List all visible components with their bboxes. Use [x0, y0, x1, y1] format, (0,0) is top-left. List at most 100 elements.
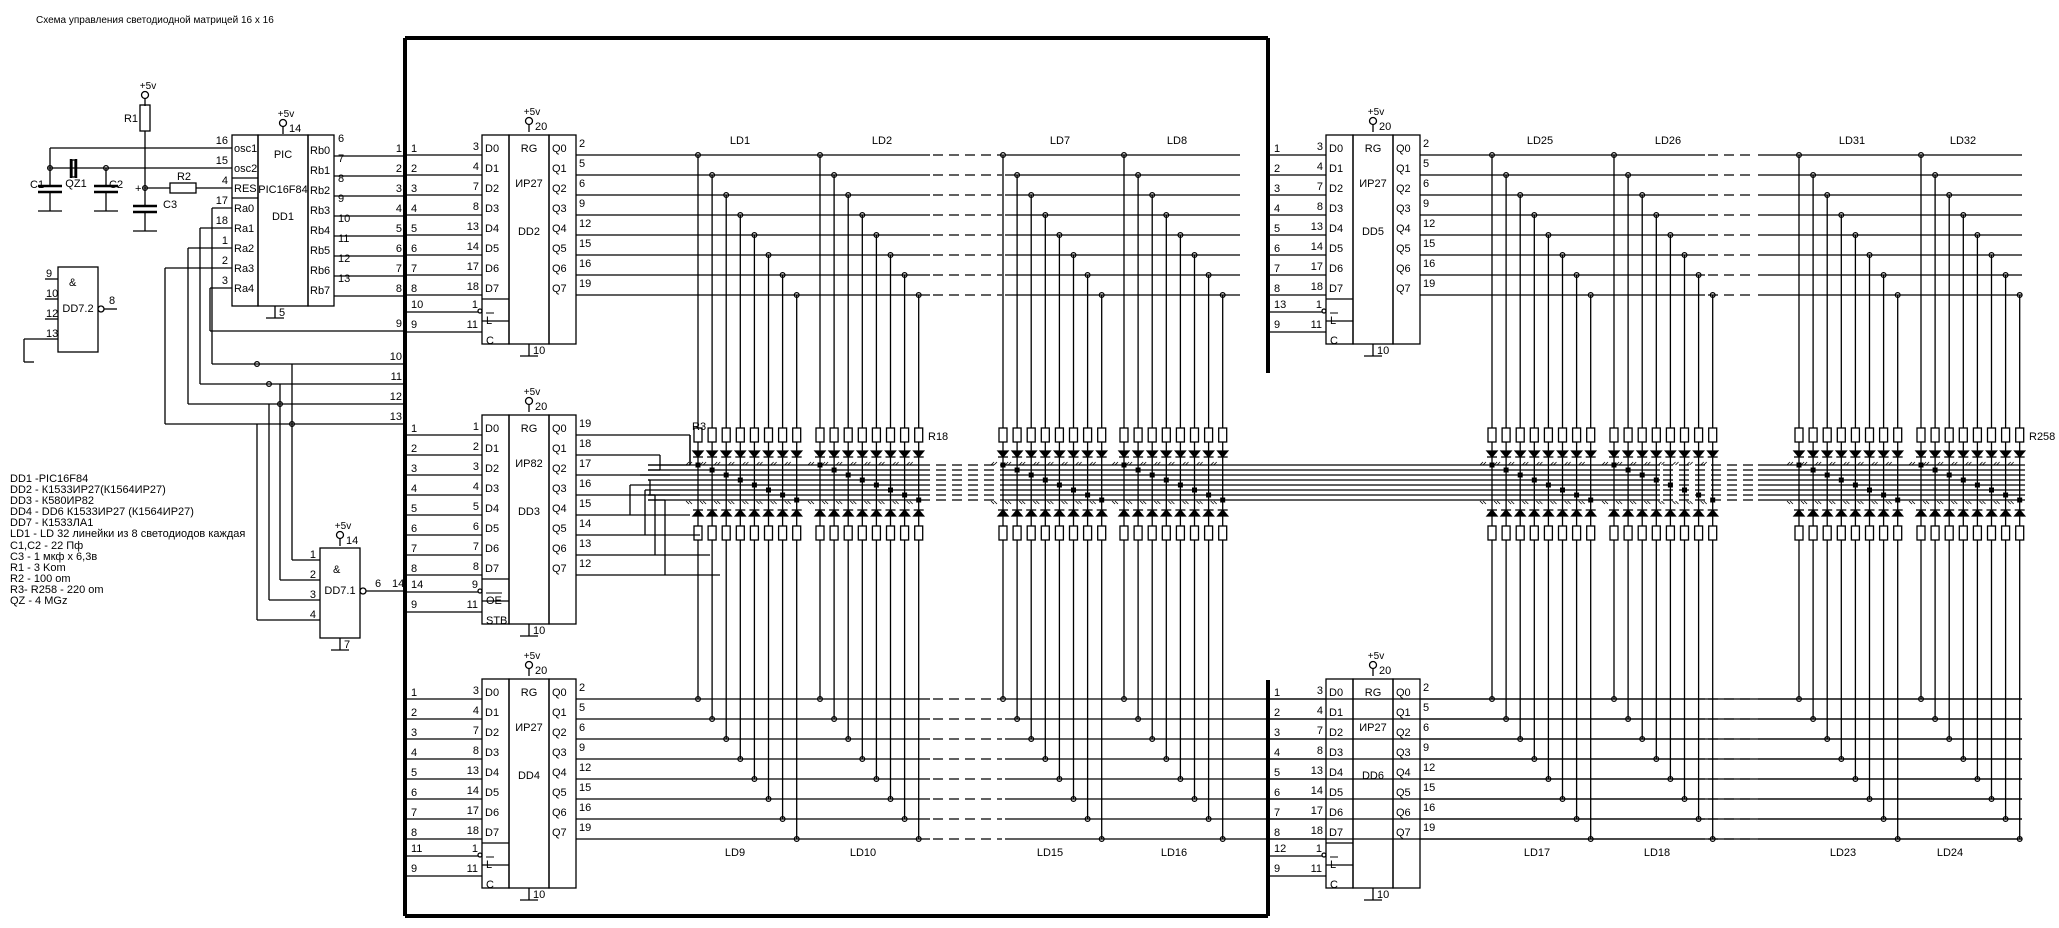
light-emission-icon [1965, 500, 1972, 505]
led-group-label: LD2 [872, 135, 892, 147]
register-d-pin: 7 [1317, 181, 1323, 193]
power-terminal-icon [335, 530, 345, 540]
register-d-pin: 18 [1311, 281, 1323, 293]
light-emission-icon [1168, 461, 1175, 466]
light-emission-icon [1154, 461, 1161, 466]
light-emission-icon [1951, 500, 1958, 505]
light-emission-icon [770, 500, 777, 505]
junction-dot [1838, 477, 1844, 483]
resistor-icon [1637, 525, 1647, 541]
light-emission-icon [1522, 461, 1529, 466]
register-ctrl-pin: 9 [472, 579, 478, 591]
bus-number: 12 [390, 391, 402, 403]
gate-pin-number: 10 [46, 288, 58, 300]
register-q-pin: 9 [579, 742, 585, 754]
bus-number: 6 [1274, 787, 1280, 799]
resistor-icon [1133, 525, 1143, 541]
led-diode-icon [1621, 450, 1635, 459]
bus-number: 6 [396, 243, 402, 255]
register-type: ИР27 [515, 722, 542, 734]
junction-dot [1192, 487, 1197, 493]
register-d-label: D0 [1329, 687, 1343, 699]
register-q-pin: 19 [1423, 278, 1435, 290]
light-emission-icon [1871, 461, 1878, 466]
junction-dot [845, 472, 851, 478]
led-diode-icon [1664, 508, 1677, 517]
vcc-pin-number: 20 [535, 121, 547, 133]
resistor-icon [829, 427, 839, 443]
resistor-icon [2000, 427, 2011, 443]
register-d-label: D4 [485, 503, 499, 515]
light-emission-icon [1578, 500, 1585, 505]
mcu-pin-label: Rb3 [310, 205, 330, 217]
resistor-icon [1651, 525, 1661, 541]
register-ref: DD4 [518, 770, 540, 782]
light-emission-icon [1800, 500, 1808, 505]
register-type: ИР27 [515, 178, 542, 190]
register-ctrl-pin: 11 [467, 599, 478, 611]
light-emission-icon [1686, 500, 1693, 505]
junction-dot [1667, 482, 1673, 488]
led-diode-icon [1678, 450, 1691, 459]
resistor-icon [792, 525, 802, 541]
bus-number: 1 [411, 143, 417, 155]
register-d-pin: 4 [473, 481, 479, 493]
register-d-pin: 13 [1311, 765, 1323, 777]
resistor-icon [1082, 525, 1093, 541]
register-ctrl-pin: 1 [472, 299, 478, 311]
legend-line: QZ - 4 MGz [10, 595, 68, 608]
led-diode-icon [1010, 508, 1024, 517]
light-emission-icon [1522, 500, 1529, 505]
gnd-pin-number: 5 [279, 307, 285, 319]
register-d-pin: 14 [467, 785, 479, 797]
led-diode-icon [1692, 450, 1705, 459]
light-emission-icon [1018, 461, 1026, 466]
light-emission-icon [1550, 461, 1557, 466]
register-rg: RG [521, 143, 538, 155]
led-diode-icon [1095, 508, 1109, 517]
register-ref: DD2 [518, 226, 540, 238]
vcc-pin-number: 20 [1379, 121, 1391, 133]
led-group-label: LD7 [1050, 135, 1070, 147]
junction-dot [1177, 482, 1183, 488]
light-emission-icon [1814, 500, 1822, 505]
led-diode-icon [1570, 508, 1583, 517]
led-diode-icon [898, 508, 911, 517]
bus-number: 3 [1274, 727, 1280, 739]
register-q-label: Q2 [552, 463, 567, 475]
resistor-icon [735, 427, 745, 443]
junction-dot [766, 487, 771, 493]
light-emission-icon [1908, 461, 1916, 466]
led-diode-icon [1584, 450, 1598, 459]
resistor-icon [1054, 427, 1065, 443]
resistor-icon [1893, 525, 1903, 541]
resistor-icon [1651, 427, 1661, 443]
register-d-label: D4 [1329, 767, 1343, 779]
resistor-icon [1161, 427, 1171, 443]
power-label: +5v [278, 109, 294, 120]
light-emission-icon [1182, 500, 1189, 505]
register-q-label: Q4 [552, 223, 567, 235]
led-diode-icon [1928, 508, 1942, 517]
resistor-icon [1501, 525, 1511, 541]
register-q-label: Q1 [1396, 163, 1411, 175]
led-group-label: LD15 [1037, 847, 1063, 859]
led-diode-icon [2013, 508, 2027, 517]
crystal-icon [71, 159, 76, 178]
junction-dot [1560, 487, 1565, 493]
register-q-label: Q3 [552, 203, 567, 215]
light-emission-icon [807, 500, 815, 505]
resistor-icon [693, 525, 703, 541]
bus-number: 14 [392, 578, 404, 590]
register-q-pin: 5 [579, 158, 585, 170]
register-d-pin: 3 [473, 141, 479, 153]
power-label: +5v [335, 521, 351, 532]
register-ctrl-pin: 1 [1316, 299, 1322, 311]
bus-number: 7 [411, 807, 417, 819]
bus-number: 1 [411, 687, 417, 699]
light-emission-icon [1578, 461, 1585, 466]
light-emission-icon [685, 461, 693, 466]
register-ref: DD5 [1362, 226, 1384, 238]
led-diode-icon [1485, 450, 1499, 459]
power-terminal-icon [524, 116, 534, 126]
